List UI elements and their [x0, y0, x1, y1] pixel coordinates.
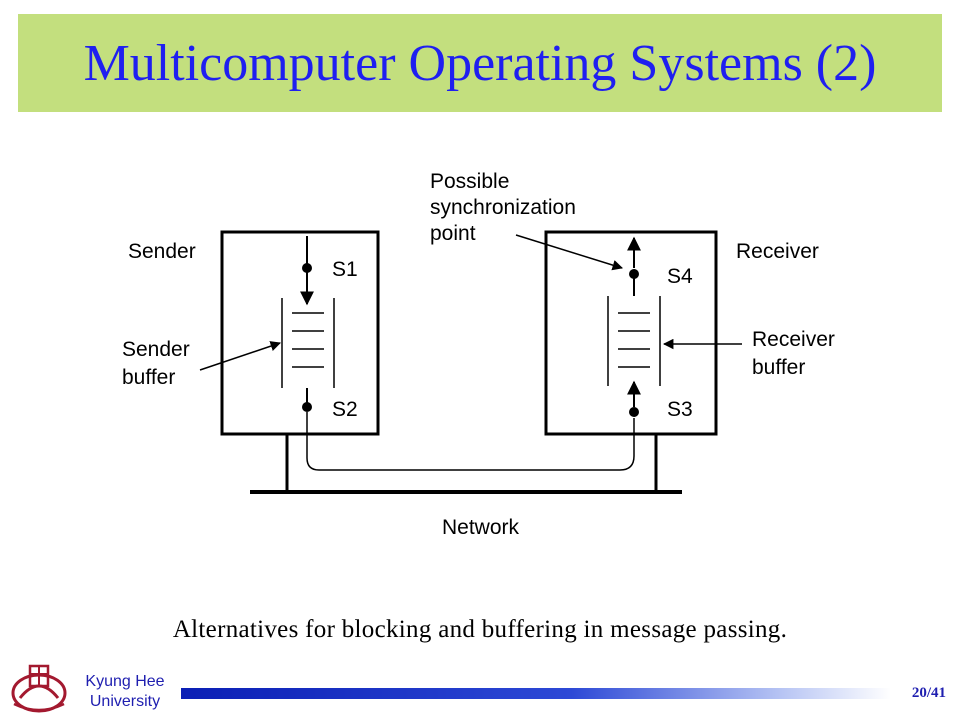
network-label: Network [442, 516, 520, 539]
s1-label: S1 [332, 258, 358, 281]
university-seal-icon [11, 664, 67, 713]
sync-point-label-3: point [430, 222, 476, 245]
university-line-1: Kyung Hee [85, 673, 165, 690]
sender-buffer [281, 298, 335, 388]
message-path [306, 412, 635, 471]
receiver-buffer-label-1: Receiver [752, 328, 835, 351]
footer-accent-bar [181, 688, 891, 699]
s4-label: S4 [667, 265, 693, 288]
university-line-2: University [89, 693, 161, 710]
receiver-machine-box [544, 230, 718, 436]
university-name: Kyung Hee University [70, 672, 180, 712]
s1-point [302, 263, 312, 273]
s2-label: S2 [332, 398, 358, 421]
sender-buffer-pointer-arrow [199, 341, 281, 371]
receiver-buffer-label-2: buffer [752, 356, 805, 379]
s3-point [629, 407, 639, 417]
sender-machine-box [220, 230, 380, 436]
page-number: 20/41 [911, 685, 946, 701]
sender-buffer-label-1: Sender [122, 338, 190, 361]
receiver-buffer [607, 296, 661, 386]
title-bar: Multicomputer Operating Systems (2) [18, 14, 942, 112]
receiver-label: Receiver [736, 240, 819, 263]
sender-buffer-label-2: buffer [122, 366, 175, 389]
sender-label: Sender [128, 240, 196, 263]
s2-point [302, 402, 312, 412]
slide-title: Multicomputer Operating Systems (2) [83, 34, 877, 92]
sync-point-arrow [515, 234, 624, 271]
sync-point-label-1: Possible [430, 170, 509, 193]
s4-point [629, 269, 639, 279]
slide-caption: Alternatives for blocking and buffering … [172, 616, 788, 643]
sync-point-label-2: synchronization [430, 196, 576, 219]
s3-label: S3 [667, 398, 693, 421]
